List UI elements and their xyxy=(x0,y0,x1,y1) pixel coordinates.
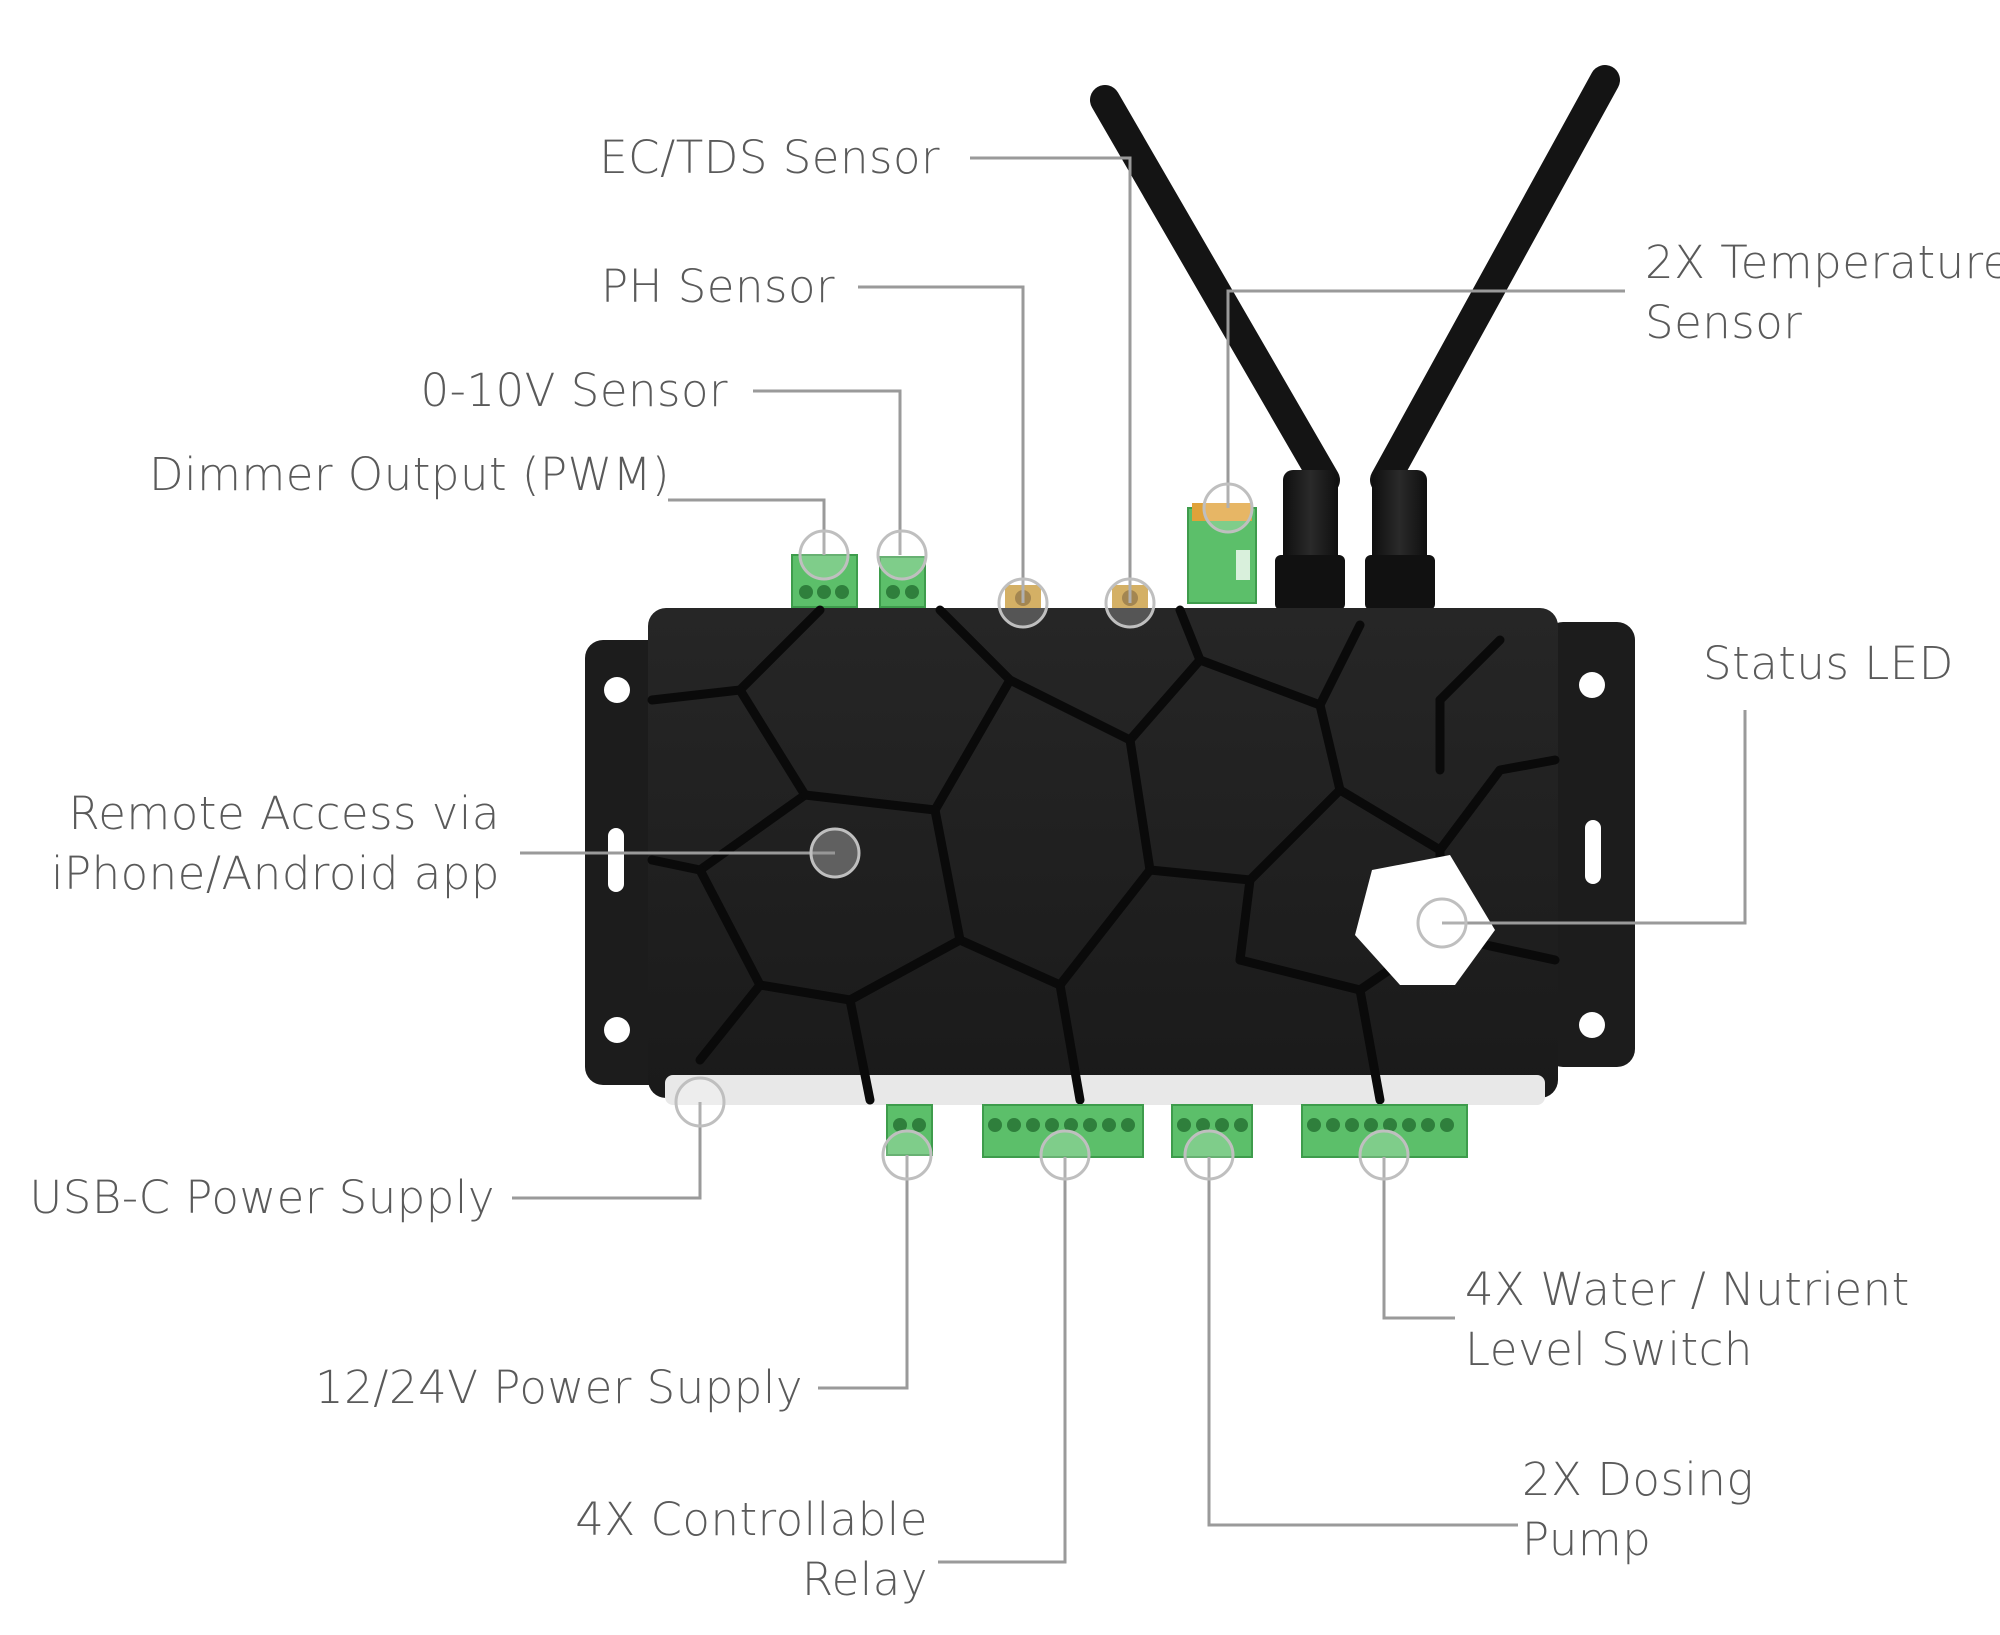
label-relay-line2: Relay xyxy=(801,1553,928,1606)
marker-0-10v xyxy=(876,529,928,581)
terminal-screw xyxy=(1064,1118,1078,1132)
terminal-screw xyxy=(1234,1118,1248,1132)
terminal-screw xyxy=(1083,1118,1097,1132)
terminal-screw xyxy=(1383,1118,1397,1132)
terminal-screw xyxy=(1121,1118,1135,1132)
label-dimmer-output: Dimmer Output (PWM) xyxy=(148,448,670,501)
terminal-screw xyxy=(1007,1118,1021,1132)
label-remote-access: Remote Access via iPhone/Android app xyxy=(51,784,500,904)
terminal-screw xyxy=(1326,1118,1340,1132)
label-level-switch-line2: Level Switch xyxy=(1465,1323,1753,1376)
terminal-screw xyxy=(1177,1118,1191,1132)
controller-enclosure xyxy=(647,605,1560,1105)
terminal-screw xyxy=(1345,1118,1359,1132)
leader-status-led xyxy=(1442,710,1747,925)
label-status-led: Status LED xyxy=(1703,637,1954,690)
marker-ec-tds xyxy=(1104,577,1156,629)
label-controllable-relay: 4X Controllable Relay xyxy=(575,1490,928,1610)
callout-markers xyxy=(674,482,1468,1181)
marker-dimmer xyxy=(798,529,850,581)
marker-usb-c xyxy=(674,1076,726,1128)
marker-remote-access xyxy=(809,827,861,879)
label-remote-access-line1: Remote Access via xyxy=(68,787,500,840)
terminal-screw xyxy=(1045,1118,1059,1132)
terminal-screw xyxy=(988,1118,1002,1132)
label-temperature-line1: 2X Temperature xyxy=(1645,236,2000,289)
terminal-screw xyxy=(1196,1118,1210,1132)
leader-12-24v xyxy=(818,1155,909,1390)
terminal-screw xyxy=(1102,1118,1116,1132)
label-dosing-pump: 2X Dosing Pump xyxy=(1522,1450,1754,1570)
leader-temperature xyxy=(1226,289,1625,508)
label-0-10v-sensor: 0-10V Sensor xyxy=(420,364,728,417)
label-ec-tds-sensor: EC/TDS Sensor xyxy=(599,131,940,184)
label-ph-sensor: PH Sensor xyxy=(600,260,835,313)
terminal-screw xyxy=(1026,1118,1040,1132)
label-temperature-sensor: 2X Temperature Sensor xyxy=(1645,233,2000,353)
marker-relay xyxy=(1039,1129,1091,1181)
label-temperature-line2: Sensor xyxy=(1645,296,1803,349)
label-usb-c-power-supply: USB-C Power Supply xyxy=(29,1171,495,1224)
terminal-screw xyxy=(1402,1118,1416,1132)
temperature-sensor-connector xyxy=(1187,503,1257,604)
marker-ph xyxy=(997,577,1049,629)
label-level-switch-line1: 4X Water / Nutrient xyxy=(1465,1263,1910,1316)
terminal-0-10v xyxy=(879,556,926,608)
leader-relay xyxy=(938,1157,1067,1564)
label-level-switch: 4X Water / Nutrient Level Switch xyxy=(1465,1260,1910,1380)
status-led-window xyxy=(1355,855,1495,985)
antenna-right xyxy=(1365,65,1620,610)
leader-lines xyxy=(512,156,1747,1564)
label-remote-access-line2: iPhone/Android app xyxy=(50,847,500,900)
label-dosing-pump-line2: Pump xyxy=(1522,1513,1652,1566)
antenna-left xyxy=(1090,85,1345,610)
terminal-screw xyxy=(1440,1118,1454,1132)
leader-dosing-pump xyxy=(1207,1157,1518,1527)
label-relay-line1: 4X Controllable xyxy=(575,1493,928,1546)
terminal-screw xyxy=(1364,1118,1378,1132)
terminal-screw xyxy=(1421,1118,1435,1132)
leader-ec-tds xyxy=(970,156,1132,603)
leader-usb-c xyxy=(512,1102,702,1200)
leader-level-switch xyxy=(1382,1157,1455,1320)
leader-ph xyxy=(858,285,1025,603)
marker-12-24v xyxy=(881,1129,933,1181)
terminal-screw xyxy=(1215,1118,1229,1132)
label-dosing-pump-line1: 2X Dosing xyxy=(1522,1453,1754,1506)
terminal-relay xyxy=(982,1104,1144,1158)
label-12-24v-power-supply: 12/24V Power Supply xyxy=(315,1361,803,1414)
terminal-screw xyxy=(1307,1118,1321,1132)
leader-0-10v xyxy=(753,389,902,555)
marker-temperature xyxy=(1202,482,1254,534)
marker-dosing-pump xyxy=(1183,1129,1235,1181)
marker-status-led xyxy=(1416,897,1468,949)
leader-dimmer xyxy=(668,498,826,555)
marker-level-switch xyxy=(1358,1129,1410,1181)
